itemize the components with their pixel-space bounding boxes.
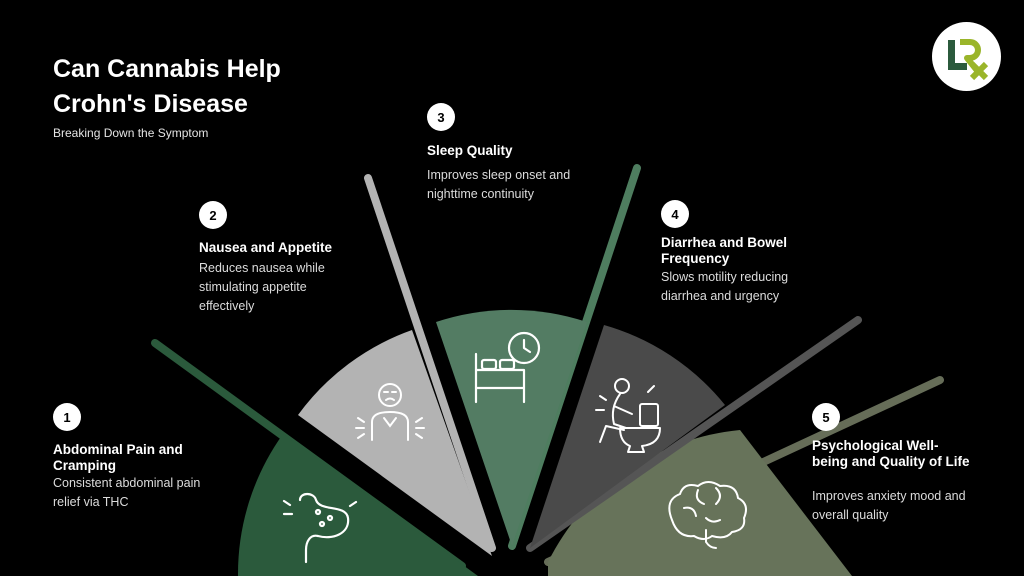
stomach-icon bbox=[282, 492, 358, 564]
title-line-1: Can Cannabis Help bbox=[53, 55, 281, 83]
step-4-badge: 4 bbox=[661, 200, 689, 228]
lrx-logo bbox=[932, 22, 1001, 91]
item-2-title: Nausea and Appetite bbox=[199, 240, 333, 255]
item-5-title: Psychological Well-being and Quality of … bbox=[812, 438, 970, 469]
item-3-title: Sleep Quality bbox=[427, 143, 513, 158]
page-subtitle: Breaking Down the Symptom bbox=[53, 126, 209, 140]
toilet-person-icon bbox=[595, 378, 661, 453]
nauseous-person-icon bbox=[355, 383, 425, 441]
step-2-badge: 2 bbox=[199, 201, 227, 229]
segment-abdominal bbox=[151, 339, 478, 576]
segment-diarrhea bbox=[526, 316, 862, 552]
item-2-description: Reduces nausea while stimulating appetit… bbox=[199, 261, 325, 313]
step-1-badge: 1 bbox=[53, 403, 81, 431]
item-1-title: Abdominal Pain and Cramping bbox=[53, 442, 183, 473]
bed-clock-icon bbox=[474, 331, 541, 404]
segment-sleep bbox=[436, 164, 641, 550]
item-5-description: Improves anxiety mood and overall qualit… bbox=[812, 489, 966, 522]
step-3-badge: 3 bbox=[427, 103, 455, 131]
item-3-description: Improves sleep onset and nighttime conti… bbox=[427, 168, 571, 201]
title-line-2: Crohn's Disease bbox=[53, 90, 248, 118]
segment-nausea bbox=[298, 174, 496, 556]
page-title: Can Cannabis Help Crohn's Disease bbox=[53, 52, 333, 122]
brain-icon bbox=[668, 481, 747, 549]
step-5-badge: 5 bbox=[812, 403, 840, 431]
item-4-description: Slows motility reducing diarrhea and urg… bbox=[661, 270, 789, 303]
item-4-title: Diarrhea and Bowel Frequency bbox=[661, 235, 788, 266]
item-1-description: Consistent abdominal pain relief via THC bbox=[53, 476, 201, 509]
